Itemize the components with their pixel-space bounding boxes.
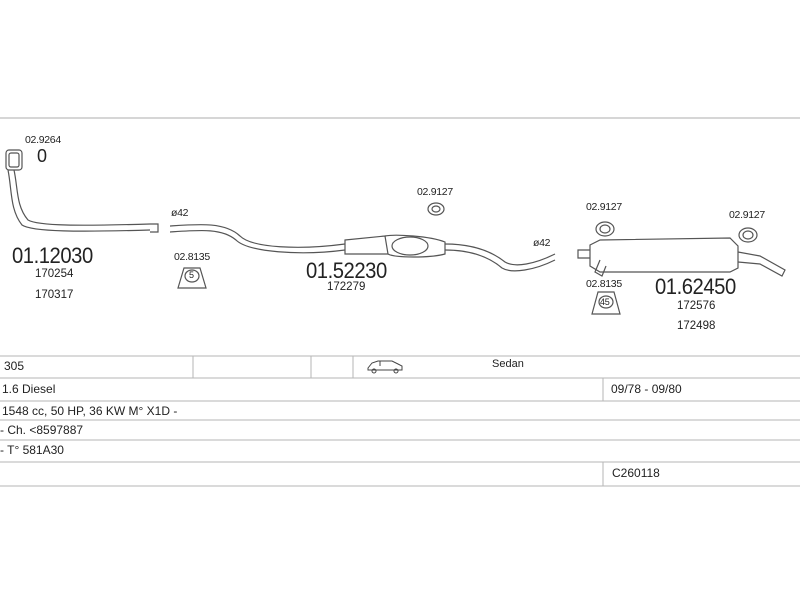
clamp-right2-label: 02.9127	[729, 209, 765, 221]
part-ref-front-pipe-1: 170254	[35, 268, 74, 280]
clamp-top-mark: 0	[37, 146, 48, 166]
clamp-right2-icon	[738, 227, 758, 243]
middle-pipe	[169, 223, 556, 272]
part-code-front-pipe: 01.12030	[12, 243, 93, 268]
spec-cell: 1548 cc, 50 HP, 36 KW M° X1D -	[2, 404, 178, 418]
part-ref-rear-silencer-1: 172576	[677, 300, 716, 312]
mount-left-label: 02.8135	[174, 251, 210, 263]
mount-right-icon	[591, 291, 621, 315]
rear-silencer	[577, 237, 786, 277]
part-ref-middle-pipe-1: 172279	[327, 281, 366, 293]
model-cell: 305	[4, 359, 25, 373]
type-cell: - T° 581A30	[0, 443, 64, 457]
period-cell: 09/78 - 09/80	[611, 382, 682, 396]
part-code-middle-pipe: 01.52230	[306, 258, 387, 283]
clamp-right1-label: 02.9127	[586, 201, 622, 213]
part-ref-front-pipe-2: 170317	[35, 289, 74, 301]
part-ref-rear-silencer-2: 172498	[677, 320, 716, 332]
clamp-mid-label: 02.9127	[417, 186, 453, 198]
engine-cell: 1.6 Diesel	[2, 382, 56, 396]
clamp-right1-icon	[595, 221, 615, 237]
body-type-cell: Sedan	[492, 358, 524, 370]
front-pipe	[5, 149, 159, 233]
mount-left-icon	[177, 267, 207, 289]
mount-left-number: 5	[189, 270, 194, 280]
sedan-car-icon	[367, 360, 403, 374]
mount-right-number: 45	[600, 297, 610, 307]
clamp-top-label: 02.9264	[25, 134, 61, 146]
clamp-mid-icon	[427, 202, 445, 216]
mount-right-label: 02.8135	[586, 278, 622, 290]
info-table-grid	[0, 355, 800, 487]
diameter-right-label: ø42	[533, 237, 551, 249]
catalog-code-cell: C260118	[612, 466, 660, 480]
chassis-cell: - Ch. <8597887	[0, 423, 84, 437]
diameter-left-label: ø42	[171, 207, 189, 219]
part-code-rear-silencer: 01.62450	[655, 274, 736, 299]
